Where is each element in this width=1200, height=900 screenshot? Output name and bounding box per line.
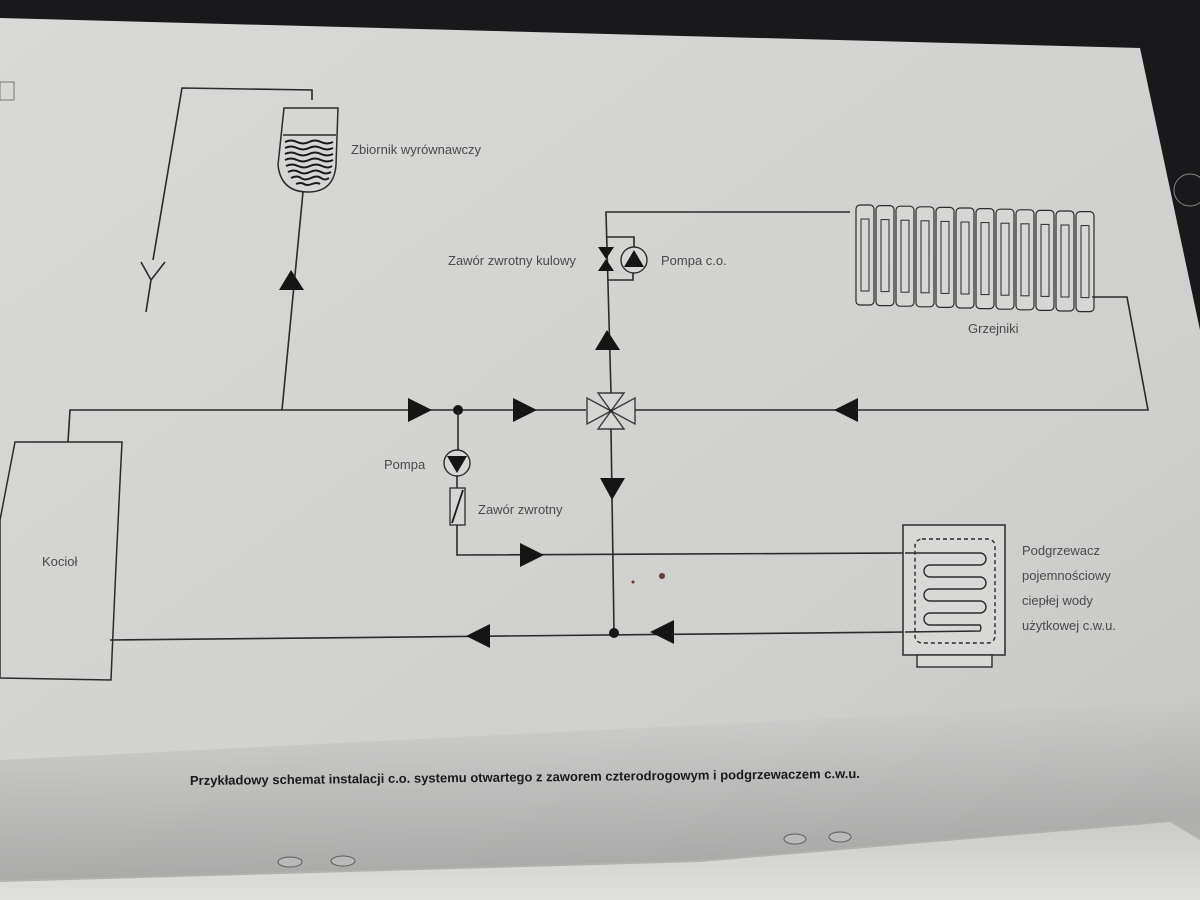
radiator-section bbox=[915, 206, 935, 308]
background-logo-mark bbox=[1173, 173, 1200, 207]
radiator-section bbox=[875, 205, 895, 307]
radiator-return bbox=[635, 296, 1149, 411]
radiator-section bbox=[935, 206, 955, 308]
staples bbox=[277, 831, 852, 868]
radiator-section bbox=[1035, 209, 1055, 311]
radiator-section-fin bbox=[860, 218, 870, 292]
radiator-section-fin bbox=[980, 222, 990, 296]
flow-arrow-heater-supply bbox=[520, 543, 544, 567]
boiler-box bbox=[0, 441, 123, 681]
radiator-section-fin bbox=[1020, 223, 1030, 297]
ball-check-valve-icon bbox=[598, 247, 614, 271]
radiator-section-fin bbox=[1080, 225, 1090, 299]
page-corner-mark bbox=[0, 81, 15, 101]
water-heater-label-line-4: użytkowej c.w.u. bbox=[1022, 618, 1116, 633]
stain bbox=[659, 573, 665, 579]
stain bbox=[631, 580, 635, 584]
paper-shadow bbox=[0, 700, 1200, 882]
overflow-pipe bbox=[152, 87, 313, 261]
flow-arrow-valve-down bbox=[600, 478, 625, 500]
radiator-section bbox=[1015, 209, 1035, 311]
check-valve-label: Zawór zwrotny bbox=[478, 502, 563, 517]
radiator-section-fin bbox=[960, 221, 970, 295]
flow-arrow-expansion-up bbox=[279, 270, 304, 290]
valve-down-pipe bbox=[610, 428, 615, 633]
junction-node-bottom bbox=[609, 628, 619, 638]
check-ball-valve-label: Zawór zwrotny kulowy bbox=[448, 253, 576, 268]
radiators-label: Grzejniki bbox=[968, 321, 1019, 336]
radiator-section bbox=[895, 205, 915, 307]
radiator-section-fin bbox=[1000, 222, 1010, 296]
expansion-pipe bbox=[281, 191, 304, 411]
storage-water-heater-icon bbox=[902, 524, 1006, 668]
radiator-section-fin bbox=[920, 220, 930, 294]
water-heater-label-line-2: pojemnościowy bbox=[1022, 568, 1111, 583]
radiator-section bbox=[855, 204, 875, 306]
radiator-section bbox=[1055, 210, 1075, 312]
vent-funnel-icon bbox=[140, 261, 166, 313]
flow-arrow-boiler-return bbox=[466, 624, 490, 648]
pump-bypass bbox=[607, 236, 635, 250]
figure-caption: Przykładowy schemat instalacji c.o. syst… bbox=[190, 766, 860, 788]
radiator-section-fin bbox=[1040, 223, 1050, 297]
radiator-section bbox=[995, 208, 1015, 310]
radiator-section-fin bbox=[940, 220, 950, 294]
radiator-section-fin bbox=[900, 219, 910, 293]
radiator-riser bbox=[605, 211, 850, 394]
co-pump-icon bbox=[620, 246, 648, 274]
water-heater-label-line-3: ciepłej wody bbox=[1022, 593, 1093, 608]
water-heater-label: Podgrzewacz pojemnościowy ciepłej wody u… bbox=[1022, 543, 1116, 633]
radiator-section bbox=[955, 207, 975, 309]
flow-arrow-supply-1 bbox=[408, 398, 432, 422]
radiator-section bbox=[1075, 211, 1095, 313]
boiler-label: Kocioł bbox=[42, 554, 78, 569]
radiator-icon bbox=[855, 204, 1095, 313]
radiator-section-fin bbox=[1060, 224, 1070, 298]
check-valve-icon bbox=[449, 487, 466, 526]
flow-arrow-heater-return bbox=[650, 620, 674, 644]
expansion-tank-label: Zbiornik wyrównawczy bbox=[351, 142, 482, 157]
pump-icon bbox=[443, 449, 471, 477]
expansion-tank-icon bbox=[277, 107, 339, 193]
pump-label: Pompa bbox=[384, 457, 426, 472]
heater-return bbox=[109, 631, 906, 641]
heating-diagram: Zbiornik wyrównawczy Kocioł bbox=[0, 87, 1149, 681]
co-pump-label: Pompa c.o. bbox=[661, 253, 727, 268]
radiator-section bbox=[975, 208, 995, 310]
flow-arrow-supply-2 bbox=[513, 398, 537, 422]
water-heater-label-line-1: Podgrzewacz bbox=[1022, 543, 1100, 558]
heater-supply bbox=[456, 525, 906, 556]
flow-arrow-riser-up bbox=[595, 330, 620, 350]
radiator-section-fin bbox=[880, 219, 890, 293]
paper-lower-page bbox=[0, 810, 1200, 900]
flow-arrow-return-left bbox=[834, 398, 858, 422]
